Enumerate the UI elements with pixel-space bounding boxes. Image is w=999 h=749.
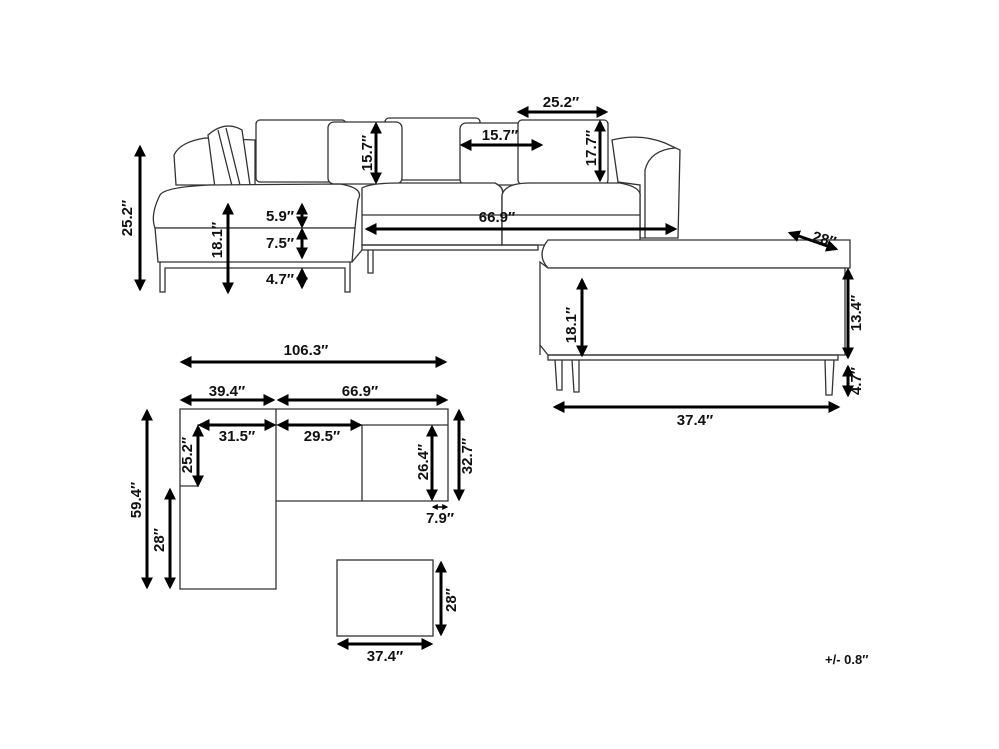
label-sofa-width: 66.9″ xyxy=(479,209,515,226)
label-seat-cushion: 5.9″ xyxy=(266,208,294,225)
label-cushion-height: 15.7″ xyxy=(359,135,376,171)
label-ottoman-width: 37.4″ xyxy=(677,412,713,429)
label-ottoman-height: 18.1″ xyxy=(563,307,580,343)
label-back-cushion-height: 17.7″ xyxy=(583,130,600,166)
label-total-width: 106.3″ xyxy=(284,342,329,359)
label-base-height: 7.5″ xyxy=(266,235,294,252)
label-seat-depth: 26.4″ xyxy=(415,444,432,480)
label-top-ottoman-width: 37.4″ xyxy=(367,648,403,665)
label-chaise-seat-width: 31.5″ xyxy=(219,428,255,445)
ottoman-side-view xyxy=(539,239,851,396)
label-chaise-extension: 28″ xyxy=(151,528,168,552)
label-chaise-back-depth: 25.2″ xyxy=(179,437,196,473)
label-total-depth: 59.4″ xyxy=(128,482,145,518)
label-seat-width: 29.5″ xyxy=(304,428,340,445)
label-sofa-depth: 32.7″ xyxy=(459,438,476,474)
label-top-ottoman-depth: 28″ xyxy=(443,588,460,612)
label-arm-width: 7.9″ xyxy=(426,510,454,527)
label-back-cushion-width: 25.2″ xyxy=(543,94,579,111)
top-dimensions: 106.3″ 39.4″ 66.9″ 31.5″ 29.5″ 25.2″ 26.… xyxy=(128,342,476,665)
label-ottoman-leg-height: 4.7″ xyxy=(848,367,865,395)
sofa-top-view xyxy=(179,408,449,637)
label-ottoman-depth: 28″ xyxy=(810,228,837,251)
label-top-sofa-width: 66.9″ xyxy=(342,383,378,400)
label-leg-height: 4.7″ xyxy=(266,271,294,288)
label-cushion-width: 15.7″ xyxy=(482,127,518,144)
tolerance-note: +/- 0.8″ xyxy=(825,652,868,667)
ottoman-dimensions: 28″ 18.1″ 13.4″ 4.7″ 37.4″ xyxy=(552,228,865,429)
label-seat-height: 18.1″ xyxy=(209,222,226,258)
label-total-height: 25.2″ xyxy=(119,200,136,236)
label-ottoman-body-height: 13.4″ xyxy=(848,295,865,331)
front-dimensions: 25.2″ 18.1″ 5.9″ 7.5″ 4.7″ 15.7″ 15.7″ 2… xyxy=(119,94,678,295)
label-chaise-width: 39.4″ xyxy=(209,383,245,400)
